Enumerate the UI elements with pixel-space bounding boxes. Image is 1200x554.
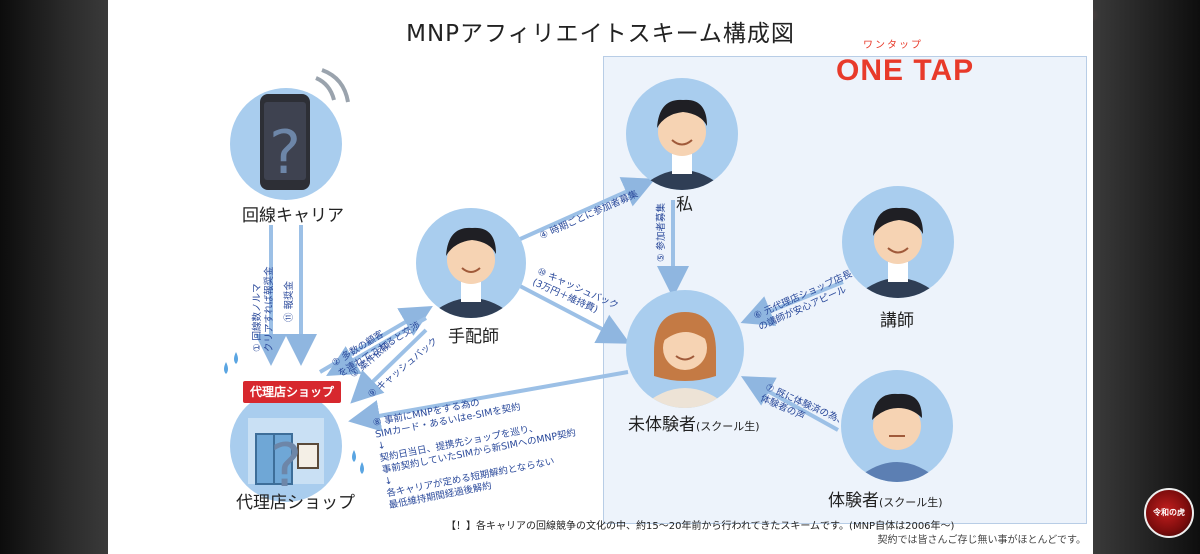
carrier-circle: ?	[230, 88, 342, 200]
newcomer-avatar-icon	[640, 312, 730, 408]
arrow-8	[348, 370, 629, 432]
arranger-label: 手配師	[448, 327, 499, 347]
step-1-line1: ① 回線数ノルマ	[252, 283, 263, 352]
me-label: 私	[676, 195, 693, 215]
video-letterbox-right	[1093, 0, 1200, 554]
me-circle	[626, 78, 738, 190]
lecturer-label: 講師	[880, 311, 914, 331]
diagram-title: MNPアフィリエイトスキーム構成図	[406, 21, 795, 47]
step-5-label: ⑤ 参加者募集	[656, 202, 667, 262]
arranger-avatar-icon	[426, 227, 516, 318]
step-1-line2: クリアすれば報奨金	[264, 266, 275, 352]
carrier-label: 回線キャリア	[242, 206, 344, 226]
me-avatar-icon	[638, 99, 726, 190]
diagram-slide: MNPアフィリエイトスキーム構成図 ワンタップ ONE TAP	[108, 0, 1093, 554]
newcomer-label: 未体験者(スクール生)	[628, 410, 760, 435]
smartphone-icon: ?	[260, 94, 310, 190]
footnote-line1: 【！】各キャリアの回線競争の文化の中、約15～20年前から行われてきたスキームで…	[446, 521, 955, 532]
step-1-label: ① 回線数ノルマ クリアすれば報奨金	[252, 266, 276, 352]
arrow-4	[517, 177, 656, 242]
lecturer-circle	[842, 186, 954, 298]
brand-logo-text: ONE TAP	[836, 54, 975, 87]
video-letterbox-left	[0, 0, 108, 554]
newcomer-label-sub: (スクール生)	[696, 420, 760, 433]
svg-text:?: ?	[270, 431, 302, 501]
sweat-drops-icon	[224, 352, 364, 474]
newcomer-circle	[626, 290, 744, 408]
shop-circle: ?	[230, 390, 342, 502]
flow-arrows	[255, 177, 844, 432]
arrow-10	[517, 283, 631, 344]
experienced-label-sub: (スクール生)	[879, 496, 943, 509]
experienced-label: 体験者(スクール生)	[828, 486, 943, 511]
arrow-6	[740, 280, 844, 326]
footnote-line2: 契約では皆さんご存じ無い事がほとんどです。	[877, 535, 1087, 546]
newcomer-label-main: 未体験者	[628, 415, 696, 435]
shop-sign: 代理店ショップ	[243, 381, 341, 403]
experienced-avatar-icon	[853, 393, 941, 482]
lecturer-avatar-icon	[854, 207, 942, 298]
arrow-7	[741, 376, 839, 432]
experienced-label-main: 体験者	[828, 491, 879, 511]
svg-text:?: ?	[269, 118, 301, 188]
step-11-label: ⑪ 報奨金	[284, 280, 295, 322]
storefront-icon: ?	[248, 418, 324, 501]
arranger-circle	[416, 208, 526, 318]
brand-ruby: ワンタップ	[863, 40, 923, 51]
arrow-9	[350, 328, 428, 404]
shop-label: 代理店ショップ	[236, 493, 355, 513]
arrow-3	[326, 316, 428, 377]
channel-logo: 令和の虎	[1144, 488, 1194, 538]
experienced-circle	[841, 370, 953, 482]
